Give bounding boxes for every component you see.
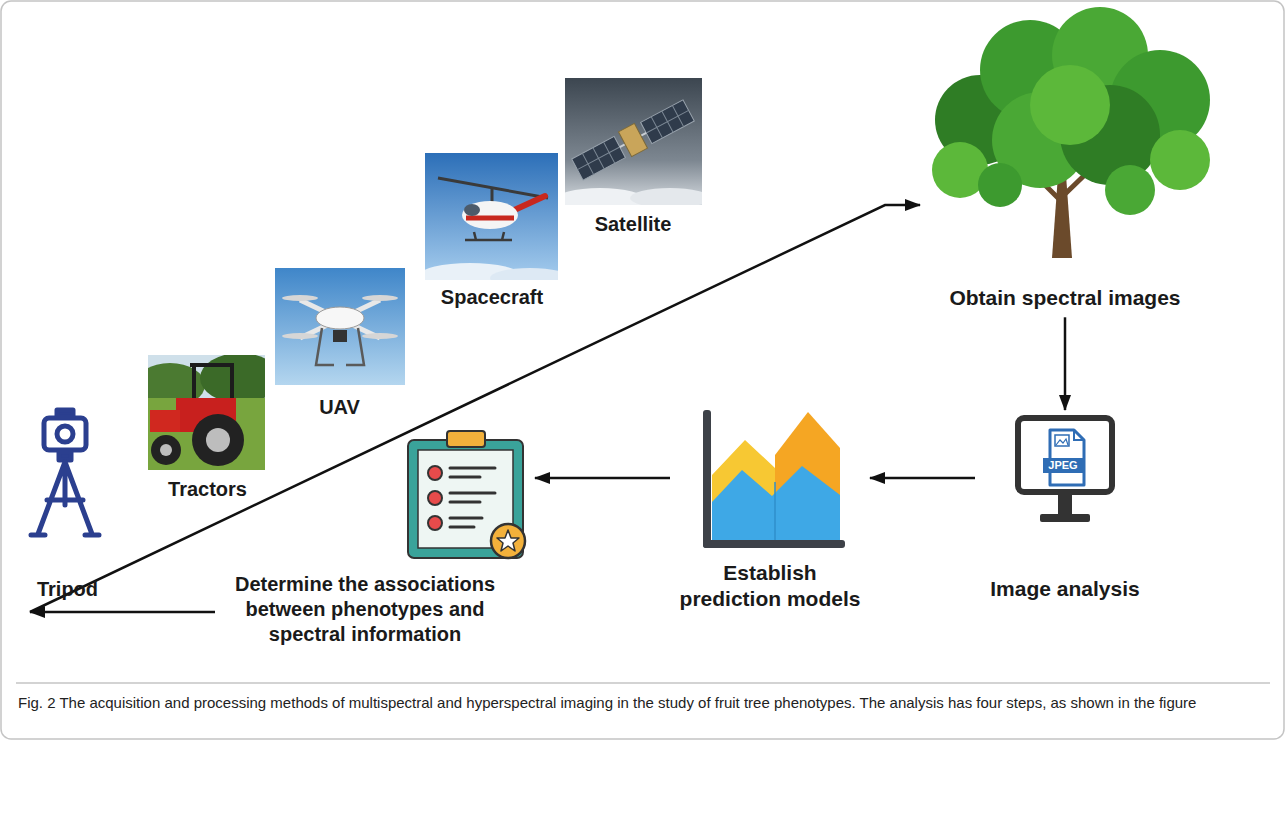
chart-icon [703, 410, 711, 548]
platform-node: UAV [272, 268, 407, 426]
satellite-photo [641, 100, 695, 144]
flow-arrow [30, 611, 215, 614]
uav-photo [282, 295, 318, 301]
satellite-photo [571, 98, 695, 182]
clipboard-icon [428, 466, 442, 480]
satellite-photo [618, 123, 647, 156]
platform-node: Tripod [20, 395, 115, 612]
node-label: Tractors [145, 477, 270, 502]
node-label: UAV [272, 395, 407, 420]
tractor-photo [190, 365, 232, 402]
clipboard-icon [428, 516, 442, 530]
chart-icon [703, 540, 845, 548]
file-type-label: JPEG [1043, 458, 1083, 473]
node-label: Determine the associations between pheno… [225, 572, 505, 647]
node-label: Tripod [20, 577, 115, 602]
helicopter-photo [464, 204, 480, 216]
node-label: Spacecraft [422, 285, 562, 310]
uav-photo [362, 295, 398, 301]
helicopter-photo [466, 216, 514, 221]
tractor-photo [206, 428, 230, 452]
monitor-icon [1040, 514, 1090, 522]
monitor-icon [1074, 430, 1084, 440]
flow-arrow [535, 477, 670, 480]
satellite-photo [641, 100, 695, 144]
tree-illustration [1030, 65, 1110, 145]
platform-node: Spacecraft [422, 153, 562, 316]
node-label: Image analysis [975, 576, 1155, 602]
tripod-icon [44, 418, 86, 450]
chart-icon [774, 482, 776, 540]
step-node: Obtain spectral images [920, 8, 1210, 317]
helicopter-photo [425, 153, 558, 280]
uav-photo [333, 330, 347, 342]
tripod-icon [31, 462, 99, 535]
monitor-icon [1058, 495, 1072, 515]
satellite-photo [572, 136, 626, 180]
tractor-photo [148, 398, 265, 470]
tractor-photo [160, 444, 172, 456]
uav-photo [316, 307, 364, 329]
figure-frame [1, 1, 1284, 739]
uav-photo [275, 268, 405, 385]
tree-illustration [978, 163, 1022, 207]
clipboard-icon [408, 440, 523, 558]
clipboard-icon [428, 491, 442, 505]
step-node: Determine the associations between pheno… [215, 395, 535, 653]
node-label: Satellite [562, 212, 704, 237]
uav-photo [282, 333, 318, 339]
step-node: Establish prediction models [670, 405, 870, 619]
tractor-photo [151, 435, 181, 465]
uav-photo [275, 268, 405, 385]
monitor-icon [1056, 439, 1068, 445]
tripod-icon [57, 410, 73, 417]
monitor-icon [1055, 435, 1069, 446]
helicopter-photo [465, 232, 512, 240]
uav-photo [362, 333, 398, 339]
flow-arrow [1064, 317, 1067, 410]
uav-photo [316, 328, 364, 365]
tripod-icon [57, 426, 73, 442]
clipboard-icon [491, 524, 525, 558]
node-label: Obtain spectral images [920, 285, 1210, 311]
tractor-photo [148, 355, 265, 470]
platform-node: Satellite [562, 78, 704, 243]
chart-icon [712, 466, 840, 540]
tree-illustration [932, 7, 1210, 258]
helicopter-photo [462, 201, 518, 229]
satellite-photo [565, 78, 702, 205]
platform-node: Tractors [145, 355, 270, 508]
clipboard-icon [450, 468, 495, 527]
clipboard-icon [408, 431, 525, 558]
satellite-photo [630, 188, 702, 205]
tripod-icon [59, 452, 71, 460]
step-node: Image analysis [975, 410, 1155, 608]
tripod-icon [31, 410, 99, 535]
figure-caption: Fig. 2 The acquisition and processing me… [18, 692, 1268, 713]
figure-frame [16, 682, 1270, 684]
satellite-photo [572, 136, 626, 180]
tree-illustration [1105, 165, 1155, 215]
flow-arrow [870, 477, 975, 480]
satellite-photo [565, 78, 702, 205]
node-label: Establish prediction models [670, 560, 870, 613]
flow-arrow [30, 205, 920, 612]
monitor-icon [1018, 418, 1112, 492]
figure-frame [1, 1, 1284, 739]
helicopter-photo [490, 268, 558, 280]
monitor-icon [1018, 418, 1112, 522]
tree-illustration [1150, 130, 1210, 190]
helicopter-photo [491, 189, 494, 202]
helicopter-photo [425, 153, 558, 280]
chart-icon [703, 410, 845, 548]
clipboard-icon [497, 530, 519, 551]
clipboard-icon [447, 431, 485, 447]
tractor-photo [150, 410, 180, 432]
tractor-photo [192, 414, 244, 466]
